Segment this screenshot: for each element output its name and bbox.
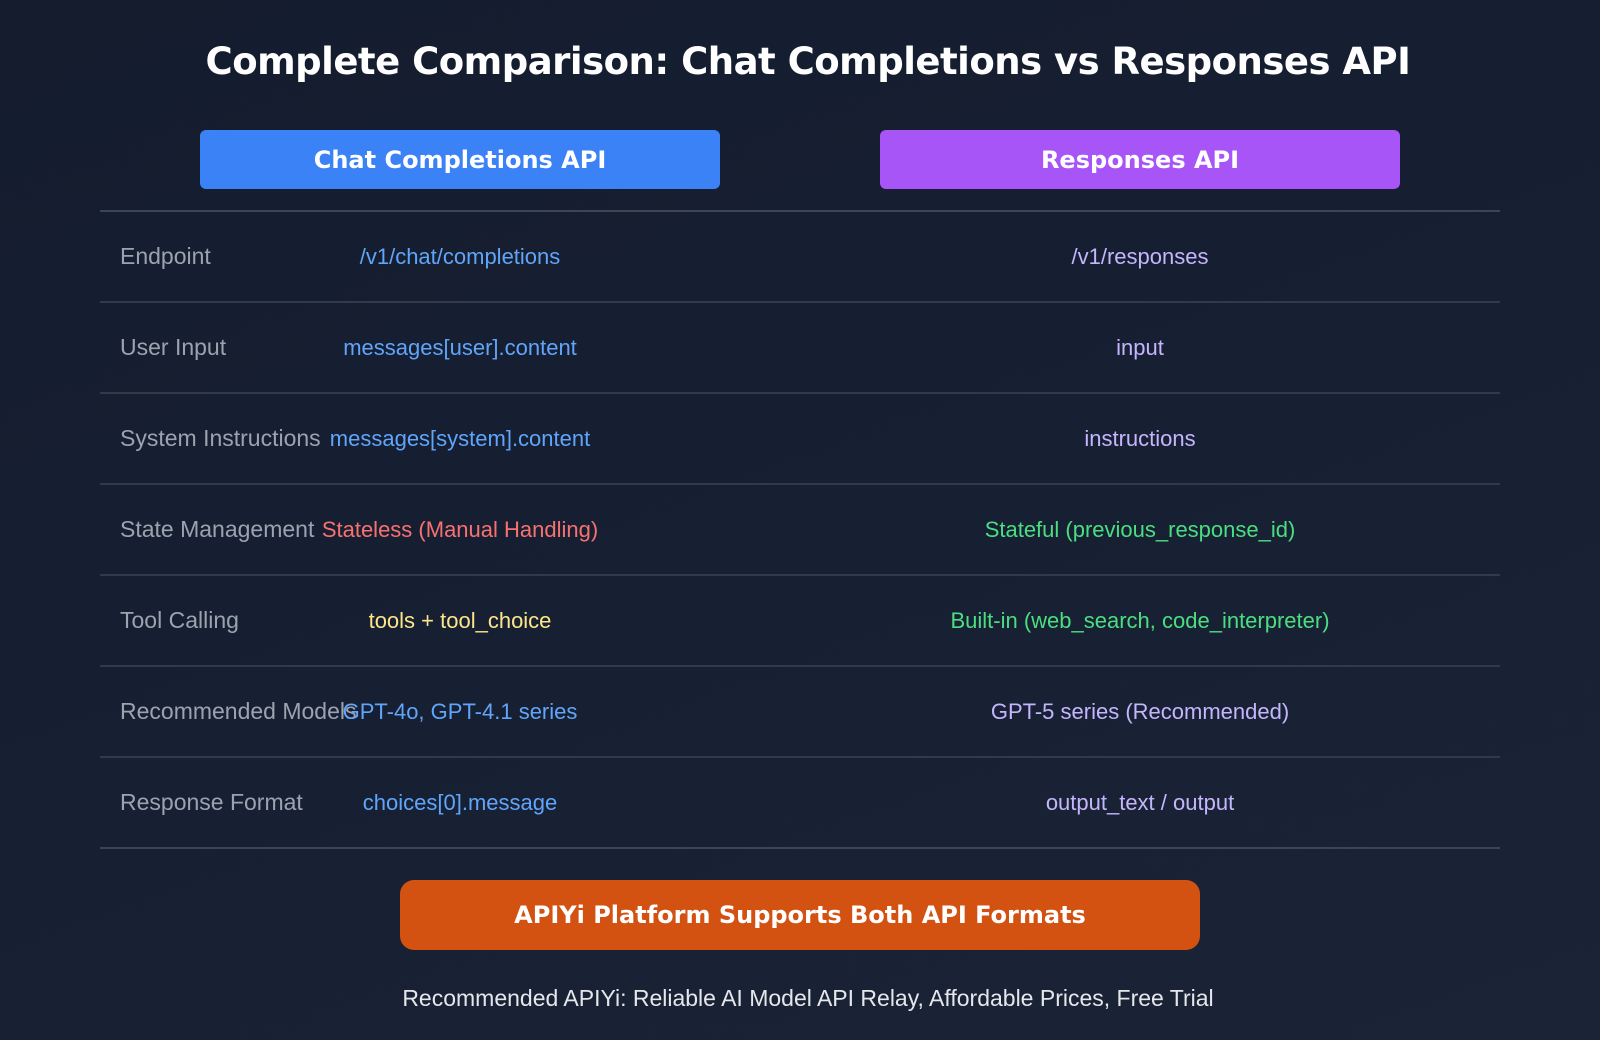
table-row: Endpoint /v1/chat/completions /v1/respon… <box>100 212 1500 303</box>
row-label: User Input <box>120 334 227 360</box>
responses-value: output_text / output <box>1045 790 1235 815</box>
comparison-table: Endpoint /v1/chat/completions /v1/respon… <box>100 210 1500 849</box>
chat-completions-value: GPT-4o, GPT-4.1 series <box>342 699 578 724</box>
responses-value: input <box>1116 335 1164 360</box>
table-row: User Input messages[user].content input <box>100 303 1500 394</box>
table-row: Tool Calling tools + tool_choice Built-i… <box>100 576 1500 667</box>
row-label: Response Format <box>120 789 303 815</box>
platform-support-banner: APIYi Platform Supports Both API Formats <box>400 880 1200 950</box>
footer-text: Recommended APIYi: Reliable AI Model API… <box>402 985 1214 1011</box>
row-label: State Management <box>120 516 315 542</box>
table-row: Recommended Models GPT-4o, GPT-4.1 serie… <box>100 667 1500 758</box>
chat-completions-value: messages[user].content <box>343 335 577 360</box>
row-label: Recommended Models <box>120 698 357 724</box>
responses-value: instructions <box>1084 426 1196 451</box>
row-label: Tool Calling <box>120 607 239 633</box>
table-row: System Instructions messages[system].con… <box>100 394 1500 485</box>
responses-value: GPT-5 series (Recommended) <box>990 699 1290 724</box>
chat-completions-header: Chat Completions API <box>200 130 720 189</box>
responses-header: Responses API <box>880 130 1400 189</box>
row-label: System Instructions <box>120 425 321 451</box>
responses-value: /v1/responses <box>1071 244 1209 269</box>
chat-completions-value: messages[system].content <box>329 426 591 451</box>
row-label: Endpoint <box>120 243 211 269</box>
responses-value: Stateful (previous_response_id) <box>984 517 1296 542</box>
table-row: Response Format choices[0].message outpu… <box>100 758 1500 849</box>
chat-completions-value: Stateless (Manual Handling) <box>321 517 599 542</box>
chat-completions-value: /v1/chat/completions <box>359 244 561 269</box>
page-title: Complete Comparison: Chat Completions vs… <box>205 40 1411 83</box>
table-row: State Management Stateless (Manual Handl… <box>100 485 1500 576</box>
responses-value: Built-in (web_search, code_interpreter) <box>950 608 1330 633</box>
chat-completions-value: choices[0].message <box>362 790 558 815</box>
chat-completions-value: tools + tool_choice <box>368 608 552 633</box>
